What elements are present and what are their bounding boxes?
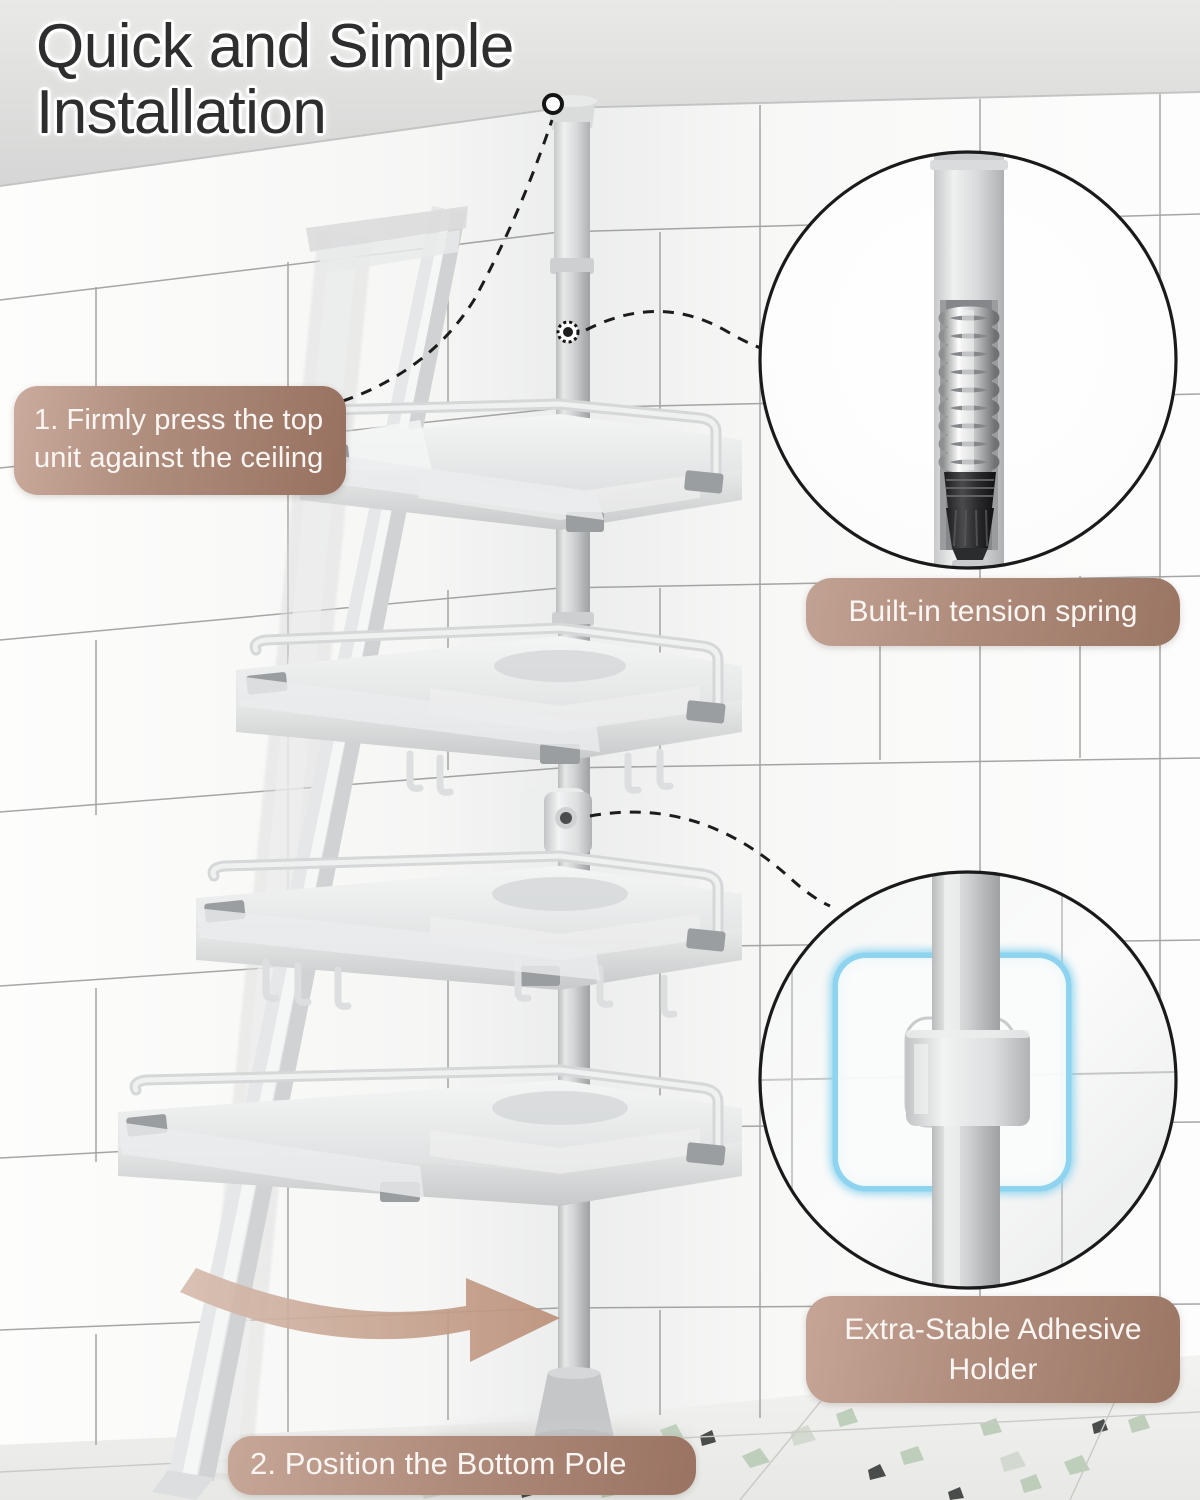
callout-adhesive-holder: Extra-Stable Adhesive Holder	[806, 1296, 1180, 1404]
callout-tension-spring: Built-in tension spring	[806, 578, 1180, 646]
leader-adhesive	[589, 810, 831, 908]
tension-spring-inset	[758, 150, 1178, 570]
leader-endpoints	[293, 93, 580, 421]
curved-direction-arrow	[180, 1268, 560, 1362]
shelf-hooks-tier-3	[262, 958, 678, 1018]
pole-joint-upper	[550, 258, 594, 274]
ceiling	[0, 0, 1200, 186]
shelf-tier-4	[118, 1064, 742, 1206]
adhesive-holder-inset	[758, 870, 1178, 1290]
leader-step1	[303, 119, 554, 414]
shelf-tier-2	[236, 622, 742, 796]
shelf-hooks-tier-2	[406, 748, 674, 796]
callout-adhesive-holder-text: Extra-Stable Adhesive Holder	[844, 1313, 1142, 1386]
clamp-collar	[906, 1030, 1030, 1126]
shelf-tier-1	[300, 398, 742, 532]
callout-step-2: 2. Position the Bottom Pole	[228, 1436, 696, 1495]
leader-spring	[585, 310, 810, 356]
shelf-tier-3	[196, 850, 742, 1018]
callout-tension-spring-text: Built-in tension spring	[848, 595, 1138, 628]
callout-step-1-text: 1. Firmly press the top unit against the…	[34, 404, 324, 474]
pole-wall-clamp	[520, 788, 592, 858]
pole-base-foot	[534, 1372, 614, 1438]
callout-step-1: 1. Firmly press the top unit against the…	[14, 386, 346, 496]
leader-lines	[303, 119, 831, 908]
callout-step-2-text: 2. Position the Bottom Pole	[250, 1446, 627, 1481]
pole-joint-mid	[552, 612, 594, 626]
